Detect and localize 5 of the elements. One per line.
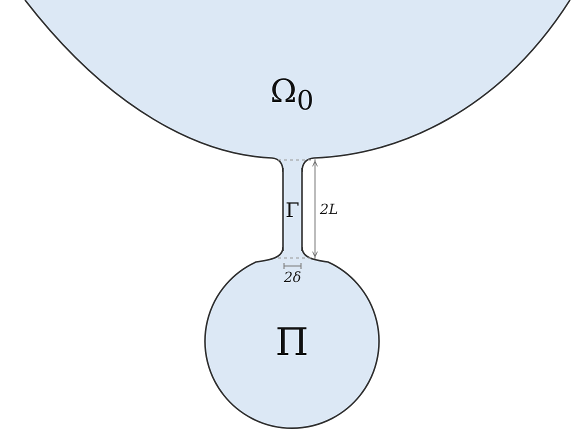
dimension-label: 2δ: [284, 271, 302, 285]
dimension-label: 2L: [320, 203, 338, 217]
region-symbol: Γ: [286, 200, 300, 220]
region-symbol: Π: [275, 323, 309, 361]
region-symbol: Ω$_{0}$: [270, 74, 314, 116]
